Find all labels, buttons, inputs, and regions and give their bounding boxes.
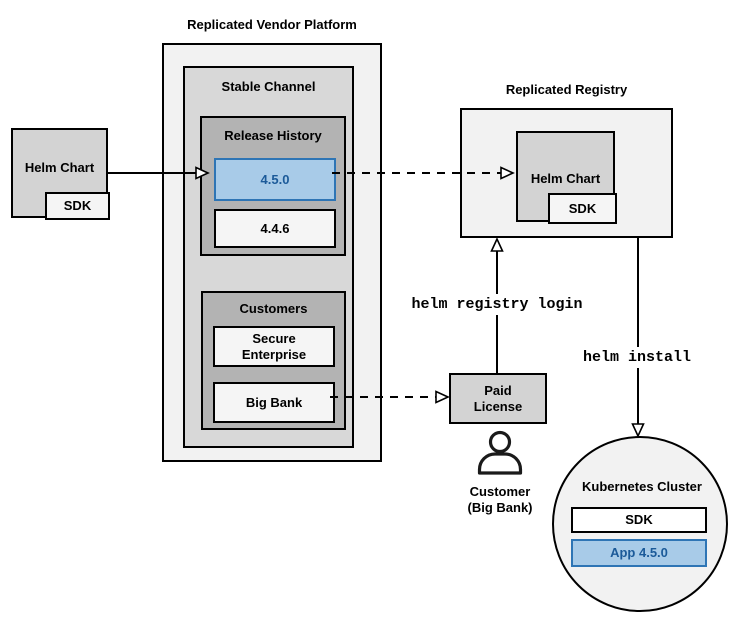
paid-license-label: Paid License (473, 382, 523, 414)
release-item-4-5-0: 4.5.0 (214, 158, 336, 201)
command-helm-install: helm install (557, 347, 717, 368)
arrowhead-registry-to-cluster (631, 423, 645, 438)
customers-box: Customers Secure Enterprise Big Bank (201, 291, 346, 430)
customer-item-big-bank: Big Bank (213, 382, 335, 423)
registry-box: Helm Chart SDK (460, 108, 673, 238)
kubernetes-cluster-circle: Kubernetes Cluster SDK App 4.5.0 (552, 436, 728, 612)
command-registry-login: helm registry login (397, 294, 597, 315)
source-sdk-label: SDK (63, 198, 92, 214)
stable-channel-label: Stable Channel (221, 79, 316, 94)
release-version-label: 4.4.6 (260, 220, 290, 236)
customer-item-label: Big Bank (245, 394, 303, 410)
customers-label: Customers (239, 301, 308, 316)
registry-sdk-label: SDK (568, 200, 597, 216)
person-icon (477, 430, 523, 475)
kubernetes-cluster-label: Kubernetes Cluster (582, 479, 702, 494)
customer-item-secure-enterprise: Secure Enterprise (213, 326, 335, 367)
cluster-sdk-label: SDK (625, 512, 653, 528)
paid-license-box: Paid License (449, 373, 547, 424)
registry-title: Replicated Registry (505, 82, 628, 97)
registry-sdk-box: SDK (548, 193, 617, 224)
vendor-platform-title: Replicated Vendor Platform (187, 17, 357, 32)
arrowhead-bigbank-to-license (435, 390, 450, 404)
customer-caption: Customer (Big Bank) (438, 484, 562, 515)
release-history-box: Release History 4.5.0 4.4.6 (200, 116, 346, 256)
release-version-label: 4.5.0 (260, 171, 290, 187)
source-helm-chart-box: Helm Chart SDK (11, 128, 110, 220)
registry-helm-chart-box: Helm Chart SDK (516, 131, 617, 224)
vendor-platform-box: Stable Channel Release History 4.5.0 4.4… (162, 43, 382, 462)
source-helm-chart-label: Helm Chart (24, 160, 95, 175)
cluster-app-box: App 4.5.0 (571, 539, 707, 567)
cluster-app-label: App 4.5.0 (610, 545, 668, 561)
cluster-sdk-box: SDK (571, 507, 707, 533)
customer-caption-line2: (Big Bank) (467, 499, 533, 515)
arrowhead-license-to-registry (490, 237, 504, 252)
customer-item-label: Secure Enterprise (241, 330, 307, 362)
registry-helm-chart-label: Helm Chart (530, 171, 601, 186)
source-sdk-box: SDK (45, 192, 110, 220)
customer-caption-line1: Customer (469, 484, 531, 499)
stable-channel-box: Stable Channel Release History 4.5.0 4.4… (183, 66, 354, 448)
release-history-label: Release History (224, 128, 322, 143)
release-item-4-4-6: 4.4.6 (214, 209, 336, 248)
